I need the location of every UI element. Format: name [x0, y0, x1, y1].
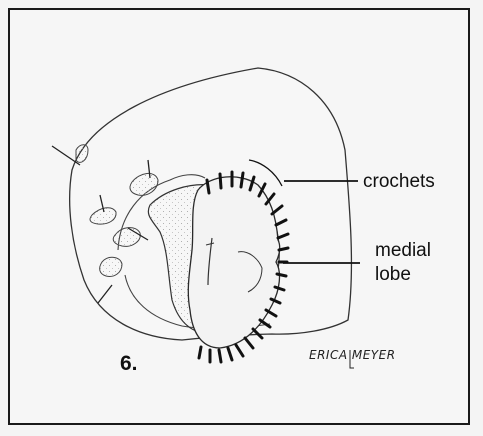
- label-medial-lobe-line1: medial: [375, 240, 431, 262]
- label-crochets: crochets: [363, 171, 435, 193]
- label-medial-lobe-line2: lobe: [375, 264, 411, 286]
- figure-number: 6.: [120, 352, 138, 376]
- artist-signature: ERICA MEYER: [309, 348, 396, 362]
